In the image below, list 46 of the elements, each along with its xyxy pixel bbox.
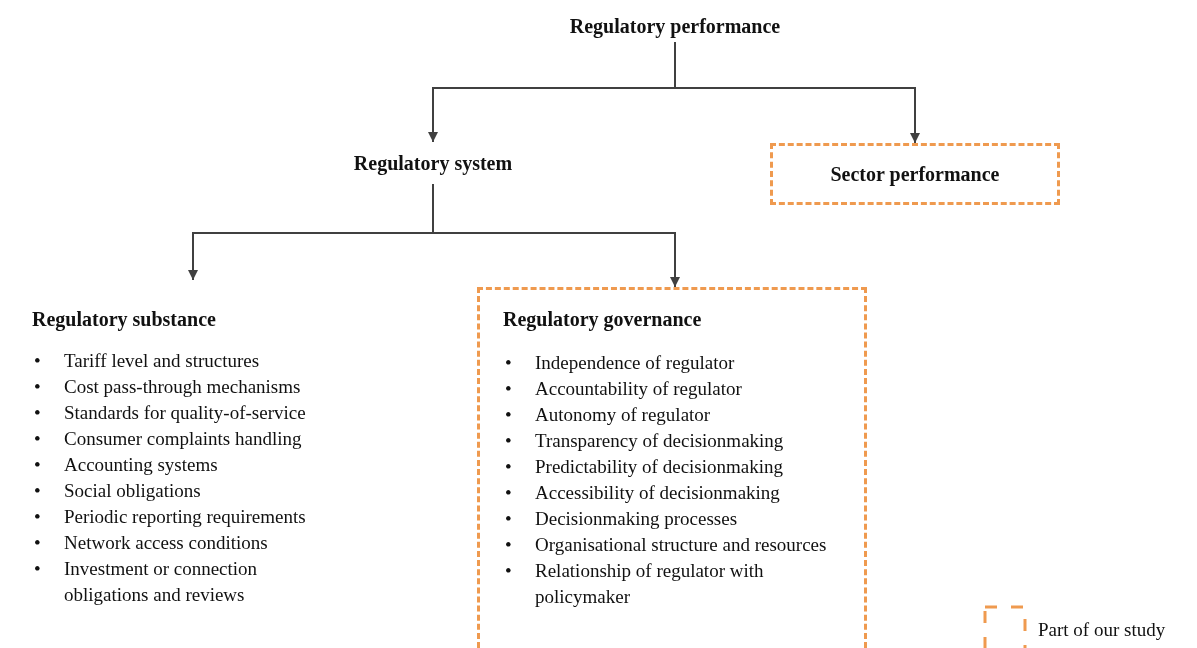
bullet: •: [505, 403, 512, 427]
list-item: Investment or connection obligations and reviews: [64, 558, 258, 605]
list-item: Standards for quality-of-service: [64, 402, 306, 423]
list-item: Consumer complaints handling: [64, 428, 302, 449]
list-item: Periodic reporting requirements: [64, 506, 306, 527]
bullet: •: [34, 531, 41, 555]
bullet: •: [505, 377, 512, 401]
list-item: Accountability of regulator: [535, 378, 742, 399]
list-item: Network access conditions: [64, 532, 268, 553]
list-item: Autonomy of regulator: [535, 404, 711, 425]
dashed-box: [477, 287, 867, 648]
list-item: Independence of regulator: [535, 352, 735, 373]
bullet: •: [505, 507, 512, 531]
bullet: •: [34, 427, 41, 451]
bullet: •: [505, 429, 512, 453]
bullet: •: [34, 349, 41, 373]
bullet: •: [34, 479, 41, 503]
list-item: Accessibility of decisionmaking: [535, 482, 780, 503]
legend-label: Part of our study: [1038, 619, 1166, 641]
bullet: •: [34, 401, 41, 425]
list-item: Predictability of decisionmaking: [535, 456, 783, 477]
list-item: Relationship of regulator with policymaker: [535, 560, 764, 607]
heading: Sector performance: [830, 162, 1000, 186]
arrow: [674, 41, 920, 144]
heading: Regulatory performance: [569, 14, 781, 38]
bullet: •: [505, 481, 512, 505]
bullet: •: [505, 533, 512, 557]
list-item: Tariff level and structures: [64, 350, 260, 371]
bullet: •: [505, 455, 512, 479]
bullet: •: [34, 375, 41, 399]
list-item: Organisational structure and resources: [535, 534, 827, 555]
list-item: Social obligations: [64, 480, 201, 501]
list-item: Transparency of decisionmaking: [535, 430, 784, 451]
arrow: [432, 183, 680, 288]
bullet: •: [34, 453, 41, 477]
heading: Regulatory system: [353, 151, 513, 175]
heading: Regulatory substance: [32, 308, 216, 331]
heading: Regulatory governance: [503, 308, 702, 331]
dashed-box: [770, 143, 1060, 205]
list-item: Decisionmaking processes: [535, 508, 738, 529]
bullet: •: [505, 351, 512, 375]
bullet: •: [34, 505, 41, 529]
list-item: Cost pass-through mechanisms: [64, 376, 301, 397]
bullet: •: [34, 557, 41, 581]
bullet: •: [505, 559, 512, 583]
list-item: Accounting systems: [64, 454, 218, 475]
